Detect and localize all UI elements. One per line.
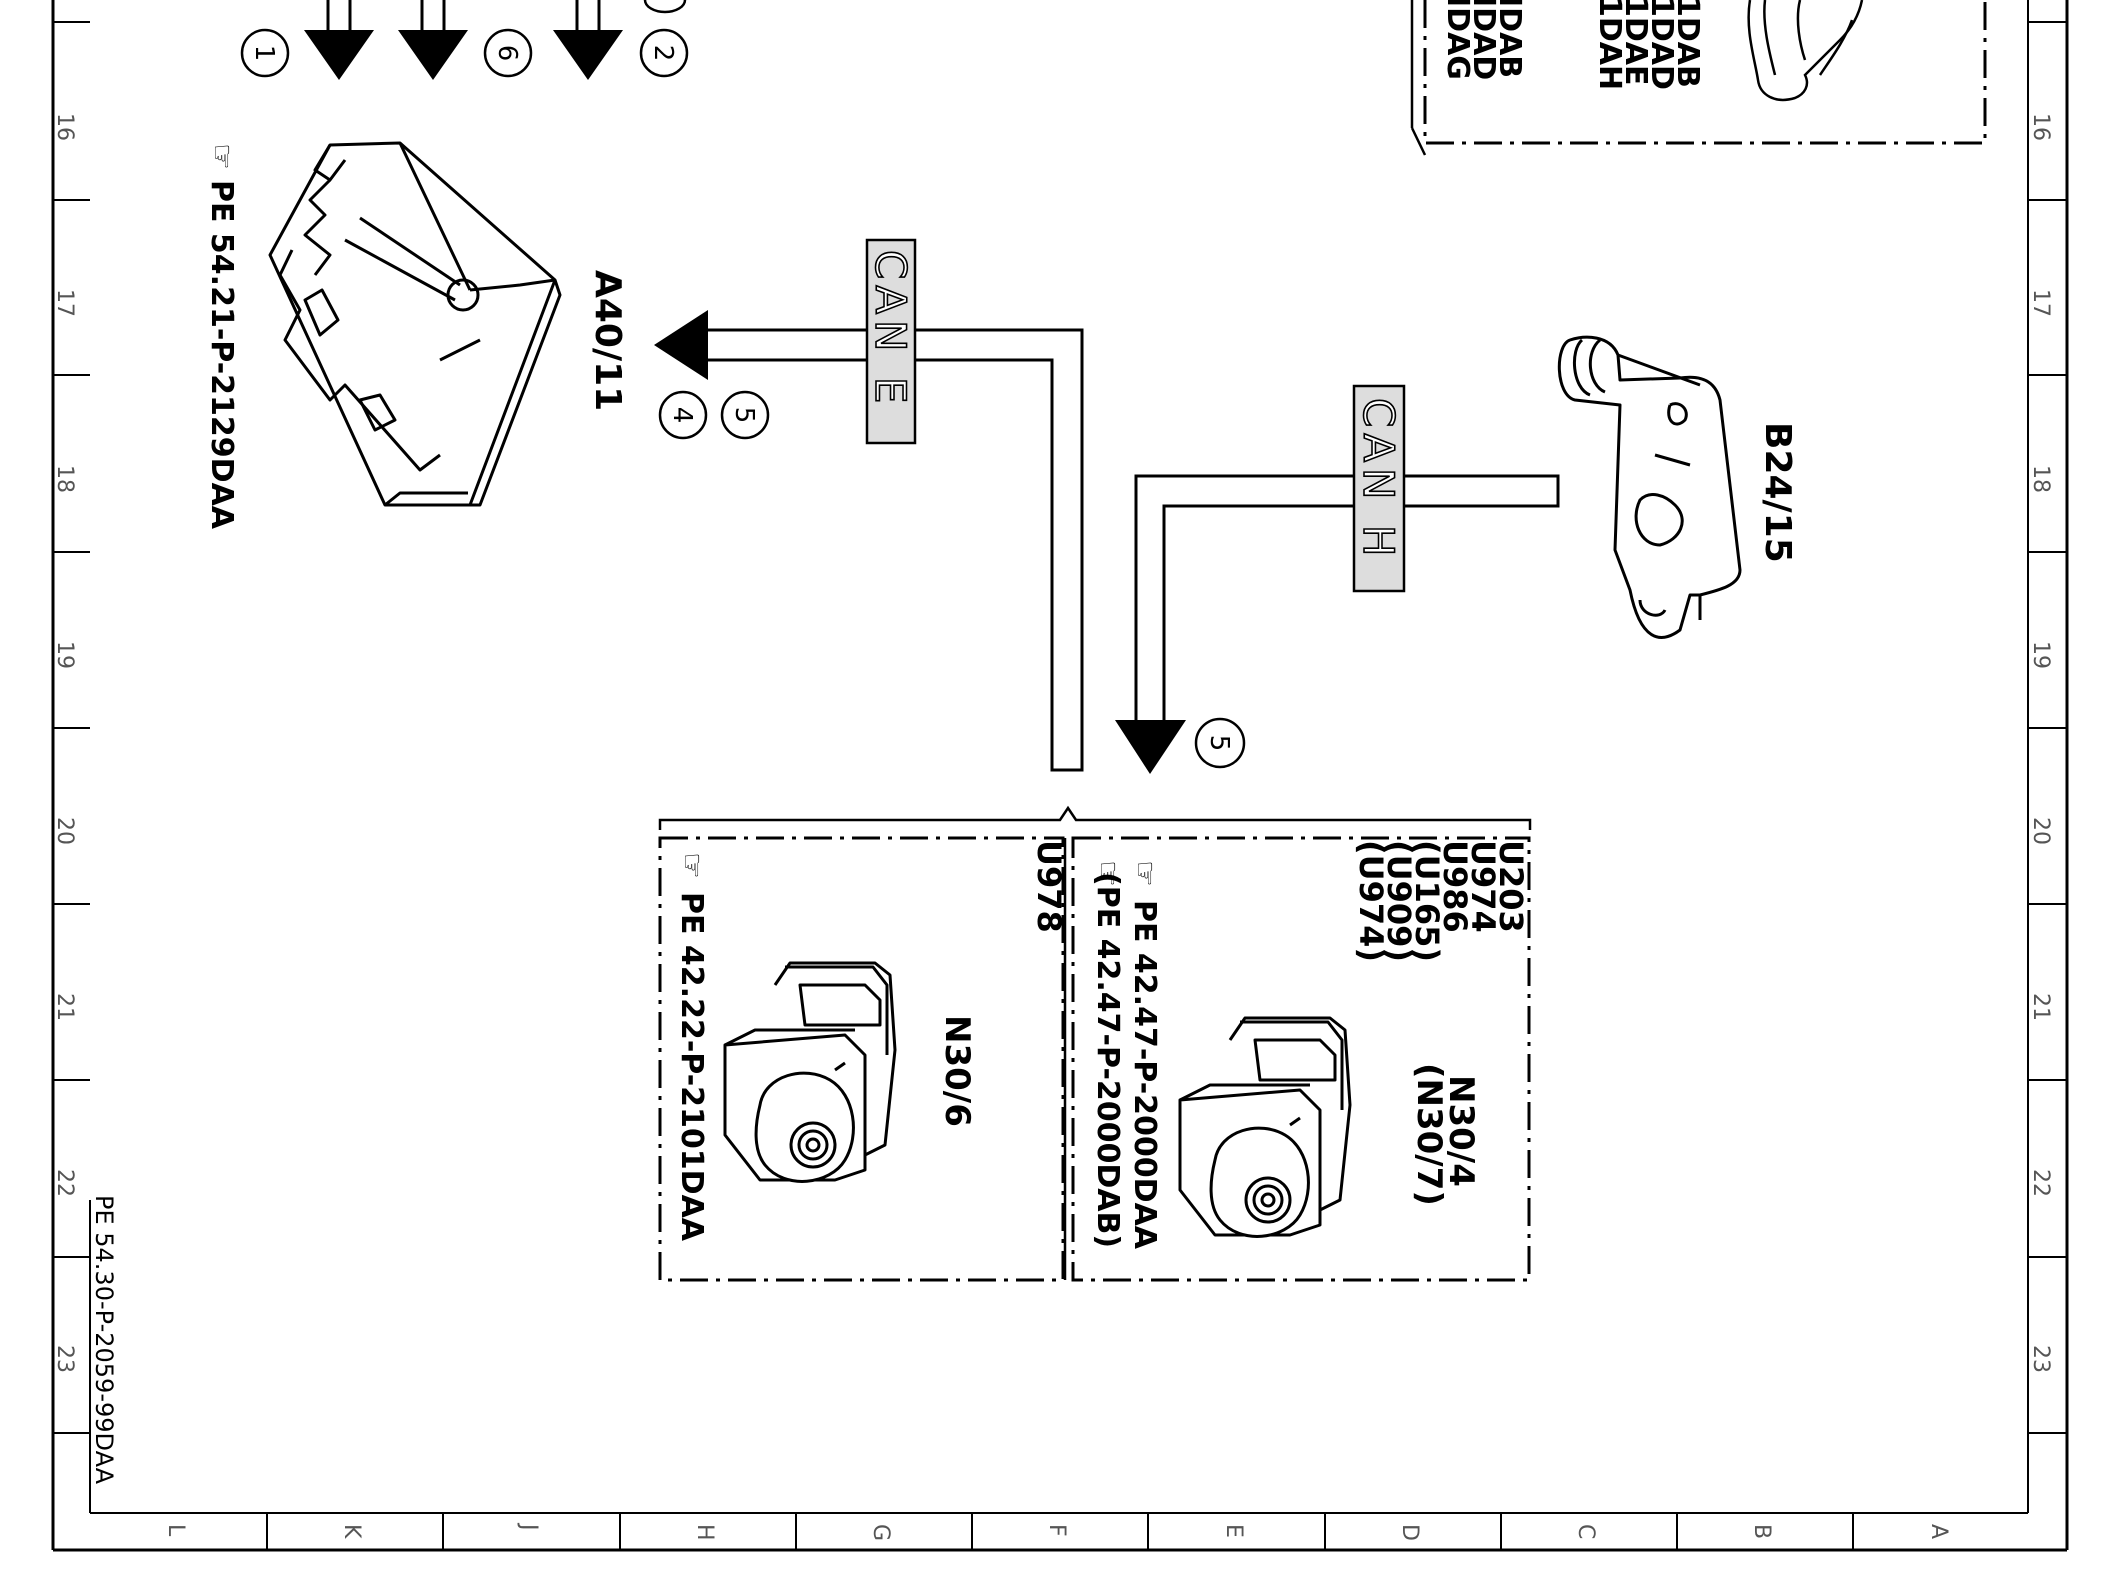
pointing-hand-icon: ☞ bbox=[1090, 860, 1125, 887]
pointing-hand-icon: ☞ bbox=[674, 852, 709, 879]
n30-4-code-2: U974 bbox=[1464, 840, 1502, 933]
a40-11-connector-circle-5: 5 bbox=[720, 390, 770, 440]
grid-row-right-23: 23 bbox=[2028, 1345, 2053, 1373]
a40-11-circle-4-label: 4 bbox=[667, 407, 697, 424]
grid-col-B: B bbox=[1749, 1524, 1774, 1539]
n30-4-illustration bbox=[1178, 1016, 1352, 1238]
sheet-frame bbox=[51, 0, 2069, 1552]
b24-15-illustration bbox=[1557, 335, 1742, 639]
a40-11-component: ☞ PE 54.21-P-2129DAA A40/11 5 4 bbox=[204, 141, 770, 530]
variant-code-6: IDAD bbox=[1466, 0, 1501, 80]
connector-circle-6-label: 6 bbox=[492, 45, 522, 62]
grid-row-left-19: 19 bbox=[52, 641, 77, 669]
top-arrows bbox=[304, 0, 623, 80]
grid-row-right-18: 18 bbox=[2028, 465, 2053, 493]
n30-variant-group: U203 U974 U986 (U165) (U909) (U974) N30/… bbox=[658, 805, 1532, 1282]
grid-row-right-17: 17 bbox=[2028, 289, 2053, 317]
a40-11-illustration bbox=[268, 141, 562, 507]
arrow-left-icon bbox=[654, 310, 708, 380]
pointing-hand-icon: ☞ bbox=[204, 143, 239, 170]
n30-4-code-6: (U974) bbox=[1352, 840, 1390, 962]
n30-6-illustration bbox=[723, 961, 897, 1183]
a40-11-label: A40/11 bbox=[587, 270, 628, 411]
arrow-down-icon bbox=[398, 0, 468, 80]
connector-circle-1-label: 1 bbox=[249, 45, 279, 62]
n30-6-doc-reference-1: PE 42.22-P-2101DAA bbox=[674, 892, 709, 1242]
grid-col-D: D bbox=[1397, 1524, 1422, 1541]
connector-circle-2: 2 bbox=[639, 28, 689, 78]
grid-row-left-22: 22 bbox=[52, 1169, 77, 1197]
top-connector-circles: 1 6 2 bbox=[240, 0, 689, 78]
b24-15-label: B24/15 bbox=[1757, 422, 1798, 563]
grid-row-right-21: 21 bbox=[2028, 993, 2053, 1021]
grid-row-left-18: 18 bbox=[52, 465, 77, 493]
n30-4-alt-label: (N30/7) bbox=[1409, 1063, 1449, 1206]
grid-col-G: G bbox=[868, 1524, 893, 1541]
a40-11-doc-reference: PE 54.21-P-2129DAA bbox=[204, 180, 239, 530]
variant-code-2: 1DAD bbox=[1644, 0, 1679, 90]
connector-circle-6: 6 bbox=[483, 28, 533, 78]
grid-row-left-16: 16 bbox=[52, 113, 77, 141]
a40-11-connector-circle-4: 4 bbox=[658, 390, 708, 440]
grid-row-right-16: 16 bbox=[2028, 113, 2053, 141]
grid-row-left-20: 20 bbox=[52, 817, 77, 845]
can-e-label-box bbox=[865, 238, 917, 445]
grid-col-H: H bbox=[692, 1524, 717, 1541]
variant-code-3: 1DAE bbox=[1618, 0, 1653, 86]
can-h-label: CAN H bbox=[1354, 398, 1403, 562]
connector-circle-2-label: 2 bbox=[648, 45, 678, 62]
grid-col-C: C bbox=[1573, 1524, 1598, 1539]
n30-4-code-4: (U165) bbox=[1408, 840, 1446, 962]
n30-4-label: N30/4 bbox=[1441, 1075, 1481, 1187]
grid-row-right-22: 22 bbox=[2028, 1169, 2053, 1197]
can-h-bus: CAN H 5 bbox=[1115, 384, 1560, 774]
pointing-hand-icon: ☞ bbox=[1127, 860, 1162, 887]
variant-code-1: 1DAB bbox=[1670, 0, 1705, 88]
right-grid-ticks bbox=[2028, 21, 2067, 1434]
can-e-bus: CAN E bbox=[654, 238, 1084, 772]
variant-code-4: 1DAH bbox=[1592, 0, 1627, 90]
grid-row-left-17: 17 bbox=[52, 289, 77, 317]
n30-6-label: N30/6 bbox=[937, 1015, 977, 1127]
n30-4-code-3: U986 bbox=[1436, 840, 1474, 933]
grid-row-right-19: 19 bbox=[2028, 641, 2053, 669]
n30-4-doc-reference-1: PE 42.47-P-2000DAA bbox=[1127, 900, 1162, 1250]
grid-col-A: A bbox=[1926, 1524, 1951, 1539]
bottom-grid-ticks bbox=[266, 1513, 1854, 1550]
can-h-connector-circle-5: 5 bbox=[1194, 717, 1246, 769]
n30-4-code-5: (U909) bbox=[1380, 840, 1418, 962]
arrow-down-icon bbox=[304, 0, 374, 80]
grid-col-L: L bbox=[163, 1524, 188, 1537]
can-e-label: CAN E bbox=[866, 250, 915, 409]
n30-4-code-1: U203 bbox=[1492, 840, 1530, 933]
grid-col-E: E bbox=[1221, 1524, 1246, 1538]
n30-6-variant-box bbox=[658, 836, 1065, 1282]
grid-row-left-21: 21 bbox=[52, 993, 77, 1021]
a40-11-circle-5-label: 5 bbox=[729, 407, 759, 424]
connector-circle-1: 1 bbox=[240, 28, 290, 78]
grid-row-right-20: 20 bbox=[2028, 817, 2053, 845]
variant-code-7: IDAG bbox=[1440, 0, 1475, 80]
partial-component-illustration bbox=[1747, 0, 1864, 102]
drawing-reference: PE 54.30-P-2059-99DAA bbox=[90, 1195, 118, 1485]
b24-15-component: B24/15 bbox=[1557, 335, 1798, 639]
grid-row-left-23: 23 bbox=[52, 1345, 77, 1373]
grid-col-K: K bbox=[339, 1524, 364, 1539]
variant-code-5: IDAB bbox=[1492, 0, 1527, 78]
n30-4-variant-box bbox=[1071, 836, 1531, 1282]
left-grid-ticks bbox=[53, 21, 90, 1434]
grid-col-F: F bbox=[1044, 1524, 1069, 1537]
n30-6-code-1: U978 bbox=[1030, 840, 1068, 933]
grid-col-J: J bbox=[516, 1522, 541, 1531]
arrow-down-icon bbox=[1115, 720, 1186, 774]
can-h-circle-5-label: 5 bbox=[1204, 735, 1234, 752]
can-h-label-box bbox=[1352, 384, 1406, 593]
top-right-variant-box: 1DAB 1DAD 1DAE 1DAH IDAB IDAD IDAG bbox=[1410, 0, 1987, 156]
n30-4-doc-reference-2: (PE 42.47-P-2000DAB) bbox=[1090, 872, 1125, 1248]
arrow-down-icon bbox=[553, 0, 623, 80]
